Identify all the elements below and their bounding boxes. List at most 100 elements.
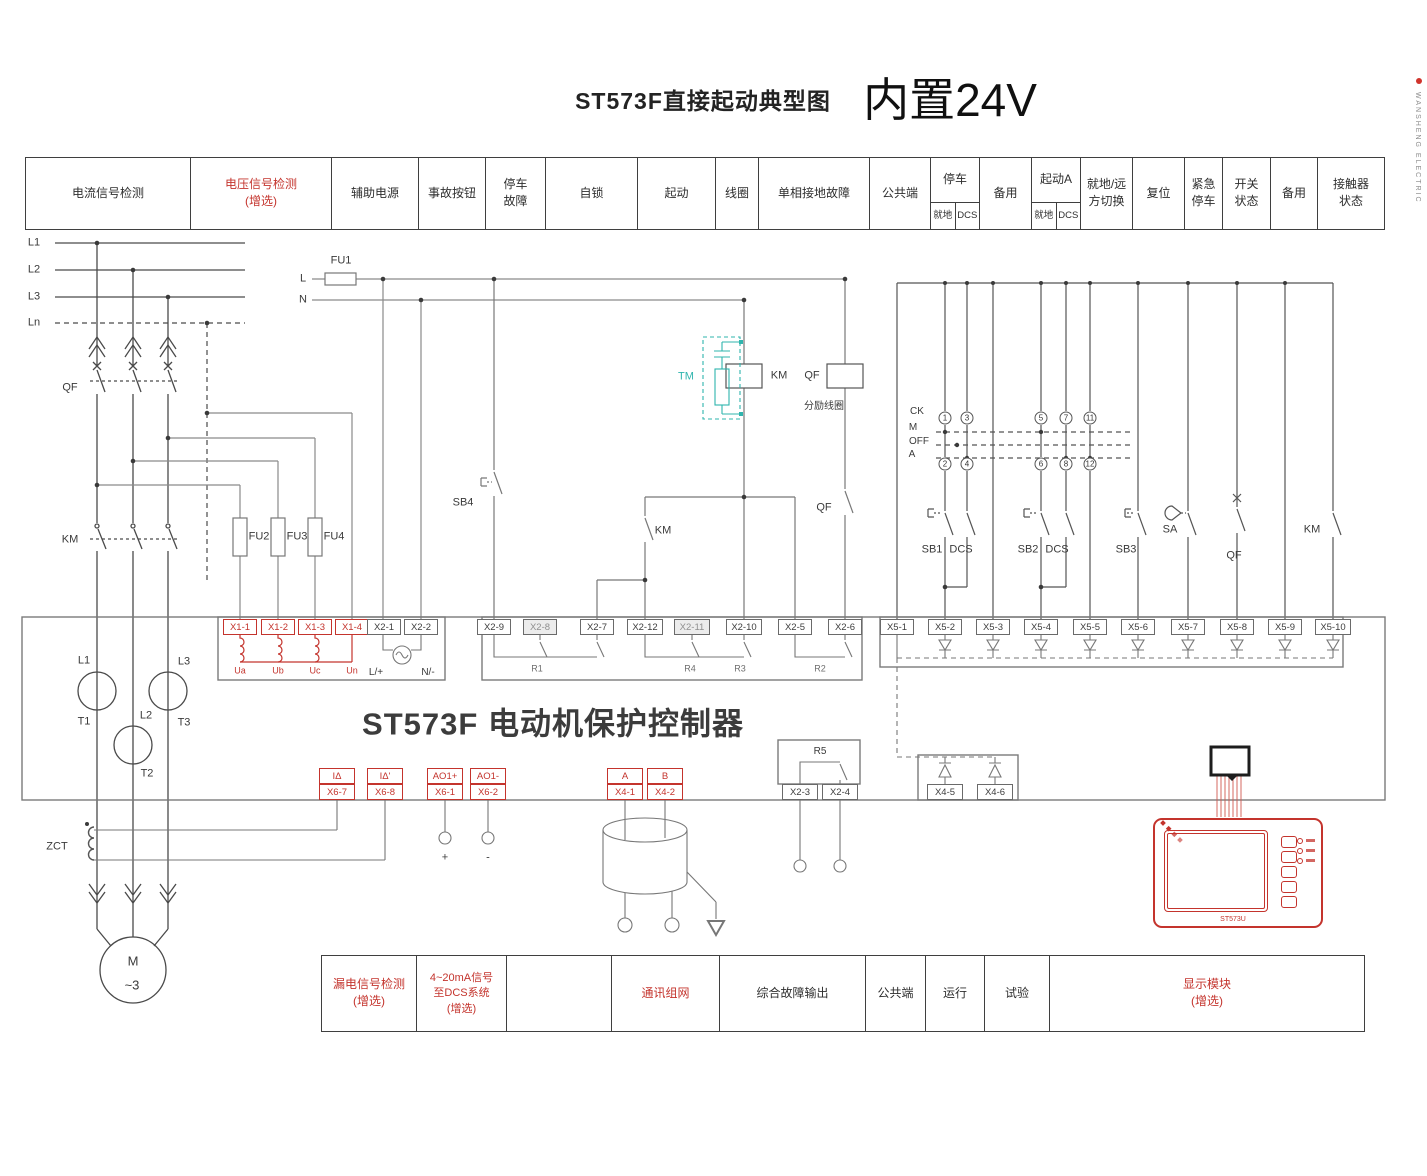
label-t1: T1 bbox=[77, 715, 91, 728]
footer-cell: 公共端 bbox=[866, 956, 926, 1031]
label-dcs1: DCS bbox=[949, 543, 973, 556]
led-label-marks bbox=[1306, 859, 1315, 862]
contact-6: 6 bbox=[1034, 457, 1048, 471]
label-ct-l2: L2 bbox=[139, 709, 153, 722]
terminal-x2-7: X2-7 bbox=[580, 619, 614, 635]
header-cell: 线圈 bbox=[716, 158, 759, 229]
terminal-x1-3: X1-3 bbox=[298, 619, 332, 635]
page-title: ST573F直接起动典型图 bbox=[575, 88, 831, 114]
terminal-x4-2: X4-2 bbox=[647, 784, 683, 800]
label-km-coil: KM bbox=[770, 369, 788, 382]
terminal-x2-11: X2-11 bbox=[674, 619, 710, 635]
label-sb3: SB3 bbox=[1115, 543, 1137, 556]
terminal-x5-3: X5-3 bbox=[976, 619, 1010, 635]
terminal-x5-4: X5-4 bbox=[1024, 619, 1058, 635]
label-km-sw: KM bbox=[1303, 523, 1321, 536]
label-ln: Ln bbox=[27, 316, 41, 329]
footer-cell: 显示模块(增选) bbox=[1182, 977, 1231, 1008]
terminal-x2-12: X2-12 bbox=[627, 619, 663, 635]
label-nminus: N/- bbox=[421, 667, 435, 678]
label-fu4: FU4 bbox=[323, 530, 345, 543]
terminal-x2-4: X2-4 bbox=[822, 784, 858, 800]
right-control-wires bbox=[896, 282, 1342, 619]
terminal-x1-1: X1-1 bbox=[223, 619, 257, 635]
terminal-x2-9: X2-9 bbox=[477, 619, 511, 635]
label-m: M bbox=[908, 422, 918, 433]
label-l1: L1 bbox=[27, 236, 41, 249]
footer-cell: 漏电信号检测(增选) bbox=[322, 956, 417, 1031]
footer-cell: 试验 bbox=[985, 956, 1050, 1031]
header-cell: 事故按钮 bbox=[419, 158, 486, 229]
label-off: OFF bbox=[909, 436, 929, 447]
contact-2: 2 bbox=[938, 457, 952, 471]
label-fu2: FU2 bbox=[248, 530, 270, 543]
label-r2: R2 bbox=[814, 663, 826, 674]
label-un: Un bbox=[346, 665, 358, 676]
footer-cell: 4~20mA信号至DCS系统(增选) bbox=[417, 956, 507, 1031]
label-shunt-coil: 分励线圈 bbox=[804, 401, 844, 412]
label-qf-coil: QF bbox=[804, 369, 820, 382]
controller-title: ST573F 电动机保护控制器 bbox=[362, 706, 744, 742]
terminal-x2-1: X2-1 bbox=[367, 619, 401, 635]
contact-1: 1 bbox=[938, 411, 952, 425]
terminal-x6-8: X6-8 bbox=[367, 784, 403, 800]
contact-5: 5 bbox=[1034, 411, 1048, 425]
label-fu3: FU3 bbox=[286, 530, 308, 543]
header-cell: 单相接地故障 bbox=[759, 158, 870, 229]
header-cell: 备用 bbox=[1271, 158, 1318, 229]
terminal-x5-6: X5-6 bbox=[1121, 619, 1155, 635]
label-r3: R3 bbox=[734, 663, 746, 674]
signal-footer-table: 漏电信号检测(增选) 4~20mA信号至DCS系统(增选) 通讯组网 综合故障输… bbox=[321, 955, 1365, 1032]
terminal-x5-8: X5-8 bbox=[1220, 619, 1254, 635]
contact-8: 8 bbox=[1059, 457, 1073, 471]
voltage-note: 内置24V bbox=[863, 74, 1037, 126]
label-minus: - bbox=[486, 851, 490, 864]
terminal-x4-6: X4-6 bbox=[977, 784, 1013, 800]
terminal-x5-7: X5-7 bbox=[1171, 619, 1205, 635]
terminal-ao1p: AO1+ bbox=[427, 768, 463, 784]
terminal-x5-5: X5-5 bbox=[1073, 619, 1107, 635]
terminal-ao1m: AO1- bbox=[470, 768, 506, 784]
terminal-x2-10: X2-10 bbox=[726, 619, 762, 635]
footer-cell: 综合故障输出 bbox=[720, 956, 866, 1031]
footer-cell bbox=[507, 956, 612, 1031]
terminal-x4-5: X4-5 bbox=[927, 784, 963, 800]
led-label-marks bbox=[1306, 849, 1315, 852]
label-n: N bbox=[299, 293, 307, 306]
label-km-aux: KM bbox=[654, 524, 672, 537]
label-r4: R4 bbox=[684, 663, 696, 674]
footer-cell: 通讯组网 bbox=[612, 956, 720, 1031]
display-model-text: ST573U bbox=[1220, 916, 1246, 923]
label-qf-sw: QF bbox=[1226, 549, 1242, 562]
terminal-x4-1: X4-1 bbox=[607, 784, 643, 800]
contact-11: 11 bbox=[1083, 411, 1097, 425]
label-zct: ZCT bbox=[46, 840, 68, 853]
terminal-x2-3: X2-3 bbox=[782, 784, 818, 800]
terminal-idelta2: IΔ' bbox=[367, 768, 403, 784]
contact-12: 12 bbox=[1083, 457, 1097, 471]
terminal-x6-7: X6-7 bbox=[319, 784, 355, 800]
terminal-x5-9: X5-9 bbox=[1268, 619, 1302, 635]
label-km-main: KM bbox=[61, 533, 79, 546]
panel-button bbox=[1281, 851, 1297, 863]
phase-wires bbox=[55, 242, 245, 1004]
contact-7: 7 bbox=[1059, 411, 1073, 425]
header-cell: 复位 bbox=[1133, 158, 1185, 229]
label-ck: CK bbox=[910, 406, 924, 417]
terminal-x2-6: X2-6 bbox=[828, 619, 862, 635]
label-sb4: SB4 bbox=[452, 496, 474, 509]
label-uc: Uc bbox=[309, 665, 321, 676]
panel-led-icon bbox=[1297, 858, 1303, 864]
panel-led-icon bbox=[1297, 848, 1303, 854]
header-cell: 电压信号检测(增选) bbox=[191, 158, 332, 229]
controller-boxes bbox=[21, 616, 1386, 801]
label-qf-main: QF bbox=[62, 381, 78, 394]
watermark-dot-icon bbox=[1416, 78, 1422, 84]
label-r5: R5 bbox=[813, 746, 827, 757]
terminal-x6-2: X6-2 bbox=[470, 784, 506, 800]
label-ua: Ua bbox=[234, 665, 246, 676]
header-cell: 自锁 bbox=[546, 158, 638, 229]
